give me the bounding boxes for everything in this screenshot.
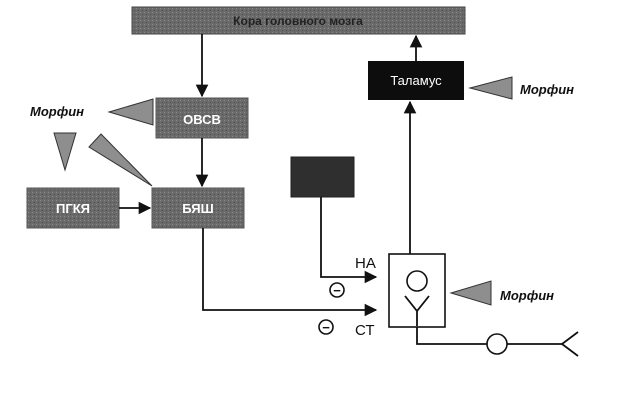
receptor-y-icon	[404, 295, 430, 326]
neuron-body-icon	[406, 270, 428, 292]
st-label: СТ	[355, 322, 375, 339]
morphine-wedge-thalamus	[468, 76, 513, 100]
ganglion-icon	[486, 333, 508, 355]
receptor-ending-icon	[560, 331, 579, 357]
cortex-label: Кора головного мозга	[233, 14, 363, 28]
inhibit-st-icon: −	[318, 319, 334, 335]
ovsv-label: ОВСВ	[183, 112, 221, 127]
inhibit-na-sign: −	[333, 283, 341, 298]
morphine-wedge-neuron	[449, 280, 492, 306]
thalamus-box: Таламус	[368, 61, 464, 100]
morphine-wedge-byash	[88, 133, 153, 187]
output-fiber	[416, 327, 487, 345]
thalamus-label: Таламус	[390, 73, 442, 88]
arrow-locus-na	[320, 197, 378, 284]
morphine-wedge-pgkya	[53, 132, 77, 172]
morphine-label-neuron: Морфин	[500, 288, 554, 303]
ovsv-box: ОВСВ	[155, 97, 249, 139]
morphine-label-left: Морфин	[30, 104, 84, 119]
inhibit-na-icon: −	[329, 282, 345, 298]
byash-box: БЯШ	[151, 187, 245, 229]
morphine-label-thalamus: Морфин	[520, 82, 574, 97]
pgkya-box: ПГКЯ	[26, 187, 120, 229]
morphine-wedge-ovsv	[107, 98, 154, 126]
cortex-box: Кора головного мозга	[131, 6, 466, 35]
arrow-byash-st	[202, 228, 378, 317]
inhibit-st-sign: −	[322, 320, 330, 335]
na-label: НА	[355, 255, 376, 272]
locus-box	[290, 156, 355, 198]
pgkya-label: ПГКЯ	[56, 201, 90, 216]
dorsal-horn-neuron	[388, 253, 446, 328]
byash-label: БЯШ	[182, 201, 213, 216]
